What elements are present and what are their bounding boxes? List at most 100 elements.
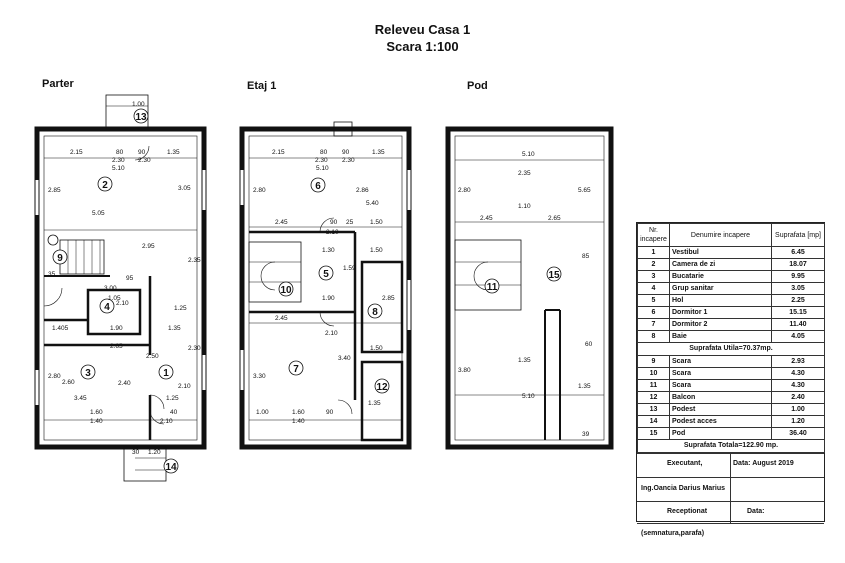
cell-area: 2.40 bbox=[771, 391, 825, 404]
dim: 1.405 bbox=[52, 325, 69, 332]
dim: 2.10 bbox=[325, 330, 338, 337]
cell-area: 2.93 bbox=[771, 355, 825, 368]
room-num: 13 bbox=[135, 112, 147, 123]
dim: 5.10 bbox=[522, 393, 535, 400]
dim: 3.45 bbox=[74, 395, 87, 402]
cell-name: Bucatarie bbox=[669, 270, 772, 283]
dim: 2.10 bbox=[178, 383, 191, 390]
dim: 3.00 bbox=[104, 285, 117, 292]
cell-nr: 13 bbox=[637, 403, 670, 416]
cell-area: 36.40 bbox=[771, 427, 825, 440]
drawing-title: Releveu Casa 1 bbox=[374, 22, 471, 37]
dim: 2.30 bbox=[112, 157, 125, 164]
dim: 35 bbox=[48, 271, 56, 278]
dim: 2.40 bbox=[118, 380, 131, 387]
room-num: 2 bbox=[102, 180, 108, 191]
cell-nr: 15 bbox=[637, 427, 670, 440]
dim: 1.35 bbox=[368, 400, 381, 407]
cell-nr: 12 bbox=[637, 391, 670, 404]
cell-area: 1.20 bbox=[771, 415, 825, 428]
dim: 2.65 bbox=[548, 215, 561, 222]
dim: 40 bbox=[170, 409, 178, 416]
dim: 2.35 bbox=[188, 257, 201, 264]
room-num: 8 bbox=[372, 307, 378, 318]
dim: 2.80 bbox=[458, 187, 471, 194]
dim: 90 bbox=[326, 409, 334, 416]
dim: 2.45 bbox=[480, 215, 493, 222]
dim: 2.50 bbox=[146, 353, 159, 360]
room-num: 14 bbox=[165, 462, 177, 473]
dim: 3.05 bbox=[178, 185, 191, 192]
room-num: 3 bbox=[85, 368, 91, 379]
area-table: Nr. incapere Denumire incapere Suprafata… bbox=[636, 222, 825, 537]
cell-nr: 3 bbox=[637, 270, 670, 283]
cell-name: Camera de zi bbox=[669, 258, 772, 271]
dim: 2.95 bbox=[142, 243, 155, 250]
dim: 3.30 bbox=[253, 373, 266, 380]
cell-name: Podest bbox=[669, 403, 772, 416]
room-num: 1 bbox=[163, 368, 169, 379]
cell-nr: 5 bbox=[637, 294, 670, 307]
engineer-name: Ing.Oancia Darius Marius bbox=[641, 485, 726, 492]
drawing-scale: Scara 1:100 bbox=[386, 39, 459, 54]
cell-nr: 1 bbox=[637, 246, 670, 259]
signature-receptionat: Receptionat Data: bbox=[637, 501, 824, 524]
cell-nr: 6 bbox=[637, 306, 670, 319]
dim: 1.25 bbox=[174, 305, 187, 312]
cell-area: 4.30 bbox=[771, 379, 825, 392]
dim: 1.90 bbox=[110, 325, 123, 332]
dim: 1.60 bbox=[90, 409, 103, 416]
dim: 1.35 bbox=[372, 149, 385, 156]
cell-area: 18.07 bbox=[771, 258, 825, 271]
cell-nr: 11 bbox=[637, 379, 670, 392]
dim: 90 bbox=[138, 149, 146, 156]
dim: 2.10 bbox=[116, 300, 129, 307]
dim: 39 bbox=[582, 431, 590, 438]
receptionat-label: Receptionat bbox=[667, 508, 708, 515]
dim: 1.50 bbox=[370, 219, 383, 226]
cell-area: 15.15 bbox=[771, 306, 825, 319]
dim: 1.59 bbox=[343, 265, 356, 272]
dim: 5.10 bbox=[316, 165, 329, 172]
dim: 1.35 bbox=[168, 325, 181, 332]
semnatura-label: (semnatura,parafa) bbox=[641, 530, 705, 537]
dim: 2.85 bbox=[48, 187, 61, 194]
dim: 1.00 bbox=[132, 101, 145, 108]
dim: 2.85 bbox=[382, 295, 395, 302]
dim: 1.30 bbox=[322, 247, 335, 254]
cell-name: Vestibul bbox=[669, 246, 772, 259]
dim: 2.30 bbox=[315, 157, 328, 164]
plan-pod bbox=[445, 126, 614, 450]
dim: 2.30 bbox=[188, 345, 201, 352]
executant-label: Executant, bbox=[667, 460, 703, 467]
dim: 2.15 bbox=[272, 149, 285, 156]
dim: 2.60 bbox=[62, 379, 75, 386]
room-num: 6 bbox=[315, 181, 321, 192]
cell-name: Balcon bbox=[669, 391, 772, 404]
cell-area: 9.95 bbox=[771, 270, 825, 283]
dim: 2.15 bbox=[70, 149, 83, 156]
signature-executant: Executant, Data: August 2019 bbox=[637, 453, 824, 502]
dim: 90 bbox=[330, 219, 338, 226]
dim: 90 bbox=[342, 149, 350, 156]
dim: 1.25 bbox=[166, 395, 179, 402]
date-label: Data: August 2019 bbox=[733, 460, 794, 467]
cell-name: Hol bbox=[669, 294, 772, 307]
dim: 2.86 bbox=[356, 187, 369, 194]
dim: 1.05 bbox=[108, 295, 121, 302]
header-area: Suprafata [mp] bbox=[771, 223, 825, 247]
cell-name: Scara bbox=[669, 367, 772, 380]
cell-nr: 14 bbox=[637, 415, 670, 428]
dim: 5.65 bbox=[578, 187, 591, 194]
